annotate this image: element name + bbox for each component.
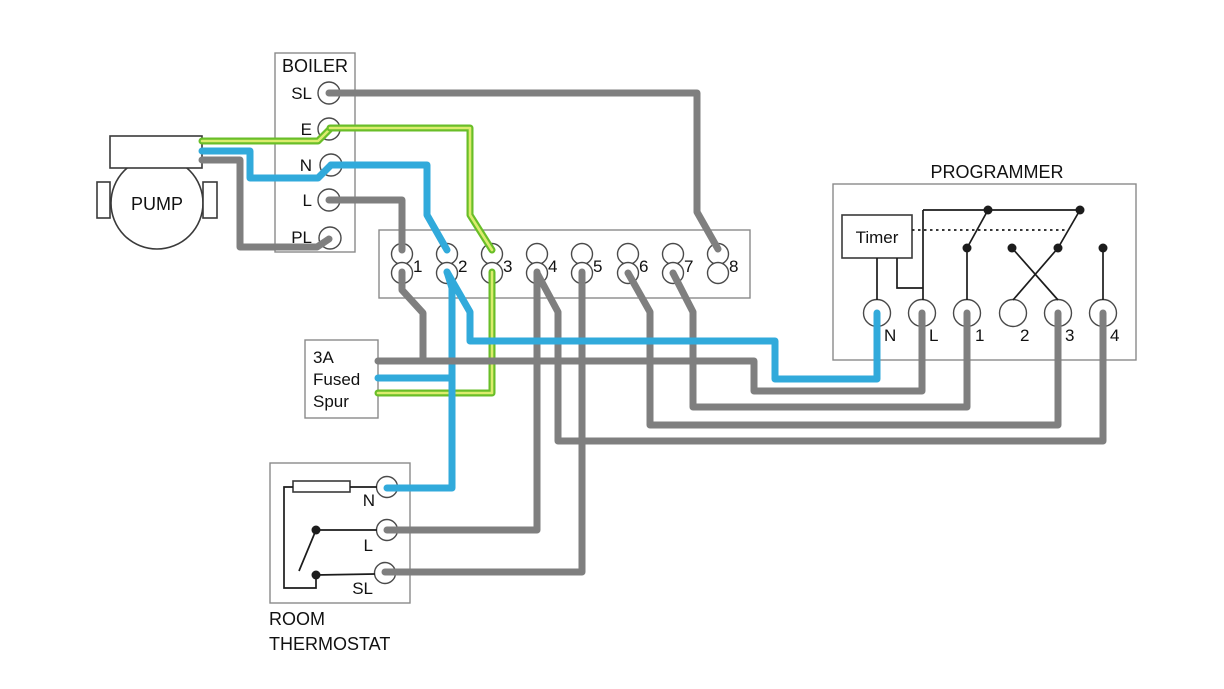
wire-boiler-e-to-terminal-3 <box>326 124 496 254</box>
boiler-box <box>274 52 356 253</box>
wire-boiler-sl-to-terminal-8 <box>325 89 722 253</box>
earth-wires <box>198 124 496 397</box>
switch-blade-1 <box>966 209 989 249</box>
boiler-terminal-sl-label: SL <box>291 84 312 103</box>
room-thermostat-title-line1: ROOM <box>269 609 325 629</box>
programmer-internal-circuit <box>876 205 1108 301</box>
pump-terminal-block <box>109 135 203 169</box>
wire-pump-to-boiler-pl <box>198 156 333 251</box>
wire-terminal-2-to-programmer-n <box>443 268 881 383</box>
programmer-box <box>832 183 1137 361</box>
junction-terminal-6-label: 6 <box>639 257 648 276</box>
blue-wires <box>198 147 881 492</box>
boiler-terminal-n-label: N <box>300 156 312 175</box>
wire-terminal-1-to-spur-feed <box>398 268 427 365</box>
wire-fused-spur-to-programmer-l <box>374 309 926 395</box>
junction-terminal-6-top <box>616 242 640 266</box>
boiler-title: BOILER <box>282 56 348 76</box>
pump-label: PUMP <box>131 194 183 214</box>
fused-spur-box <box>304 339 379 419</box>
labels: BOILER SL E N L PL PUMP 1 2 3 4 5 6 7 8 … <box>131 56 1119 654</box>
programmer-terminal-l-label: L <box>929 326 938 345</box>
junction-box <box>378 229 751 299</box>
fused-spur-label-line2: Fused <box>313 370 360 389</box>
pump-symbol <box>96 135 218 250</box>
thermostat-contact-dot-sl <box>311 570 321 580</box>
wire-pump-to-boiler-n <box>198 147 335 182</box>
wire-terminal-5-to-thermostat-sl <box>381 268 586 576</box>
junction-terminal-7-top <box>661 242 685 266</box>
junction-terminal-3-label: 3 <box>503 257 512 276</box>
junction-terminal-4-top <box>525 242 549 266</box>
switch-pivot-dot-1 <box>983 205 993 215</box>
wire-terminal-6-to-programmer-3 <box>624 269 1062 429</box>
junction-terminal-7-label: 7 <box>684 257 693 276</box>
anticipator-resistor <box>292 480 351 493</box>
wire-boiler-l-to-terminal-1 <box>325 196 406 254</box>
gray-wires-under <box>198 89 1107 576</box>
boiler-terminal-pl-label: PL <box>291 228 312 247</box>
junction-terminal-8-label: 8 <box>729 257 738 276</box>
room-thermostat-title-line2: THERMOSTAT <box>269 634 390 654</box>
programmer-terminal-4-label: 4 <box>1110 326 1119 345</box>
thermostat-terminal-l-label: L <box>364 536 373 555</box>
contact-dot-2 <box>1007 243 1017 253</box>
junction-terminal-8-bottom <box>706 261 730 285</box>
earth-yellow-e-t3 <box>328 126 494 252</box>
programmer-terminal-n-label: N <box>884 326 896 345</box>
contact-dot-3 <box>1053 243 1063 253</box>
gray-wires-over <box>374 268 926 395</box>
junction-terminal-2-label: 2 <box>458 257 467 276</box>
programmer-title: PROGRAMMER <box>930 162 1063 182</box>
wire-pump-to-boiler-e <box>198 125 334 145</box>
thermostat-terminal-sl-label: SL <box>352 579 373 598</box>
wire-boiler-n-to-terminal-2 <box>327 161 451 254</box>
earth-yellow-t3-spur <box>376 270 494 395</box>
switch-pivot-dot-2 <box>1075 205 1085 215</box>
junction-terminal-1-label: 1 <box>413 257 422 276</box>
thermostat-internal-circuit <box>283 480 377 589</box>
fused-spur-label-line3: Spur <box>313 392 349 411</box>
earth-yellow-pump-e <box>200 127 332 143</box>
contact-dot-1 <box>962 243 972 253</box>
thermostat-contact-dot-l <box>311 525 321 535</box>
contact-dot-4 <box>1098 243 1108 253</box>
cross-link-to-terminal-2 <box>1012 247 1059 301</box>
timer-label: Timer <box>856 228 899 247</box>
programmer-terminal-2-label: 2 <box>1020 326 1029 345</box>
pump-left-tab <box>96 181 111 219</box>
pump-right-tab <box>202 181 218 219</box>
wire-terminal-3-to-fused-spur <box>374 268 496 397</box>
sl-contact-line <box>315 573 376 576</box>
boiler-terminal-e-label: E <box>301 120 312 139</box>
thermostat-left-rail <box>283 486 317 589</box>
wire-terminal-7-to-programmer-1 <box>669 269 971 411</box>
programmer-terminal-3-label: 3 <box>1065 326 1074 345</box>
junction-terminal-5-top <box>570 242 594 266</box>
junction-terminal-5-label: 5 <box>593 257 602 276</box>
programmer-terminal-2 <box>998 298 1028 328</box>
wire-terminal-4-to-programmer-4 <box>533 269 1107 445</box>
junction-terminal-4-label: 4 <box>548 257 557 276</box>
switch-blade-2 <box>1057 209 1081 249</box>
fused-spur-label-line1: 3A <box>313 348 334 367</box>
boiler-terminal-l-label: L <box>303 191 312 210</box>
thermostat-terminal-n-label: N <box>363 491 375 510</box>
programmer-terminal-1-label: 1 <box>975 326 984 345</box>
timer-to-l-line <box>896 258 923 289</box>
thermostat-switch-blade <box>298 529 317 572</box>
